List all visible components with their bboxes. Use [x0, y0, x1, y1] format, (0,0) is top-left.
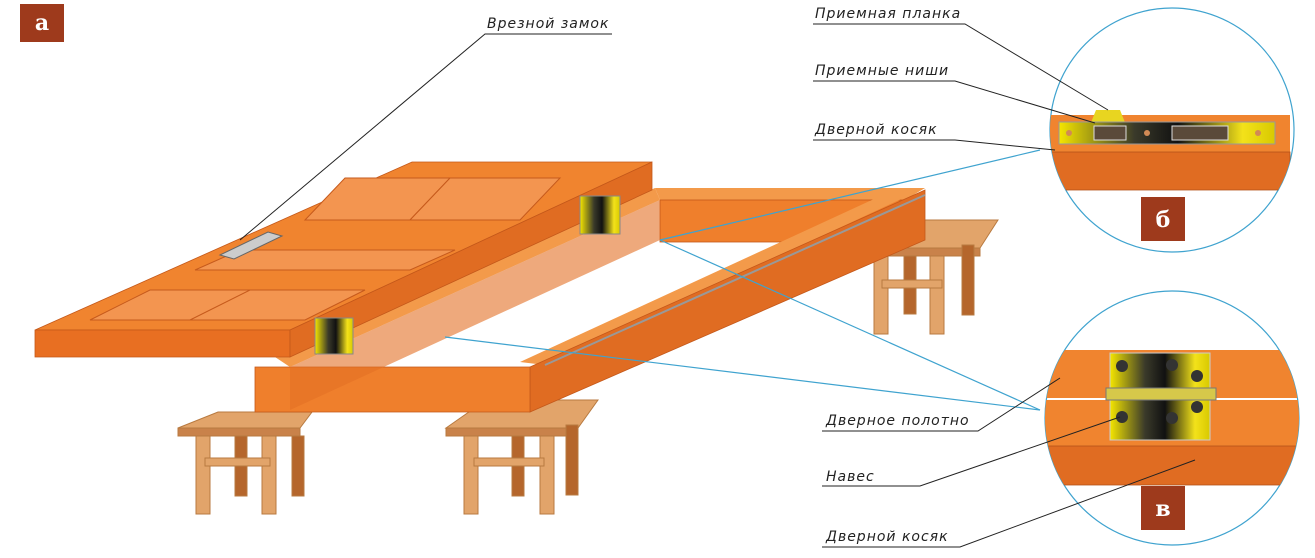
label-door-jamb-top: Дверной косяк — [814, 122, 938, 138]
door-leaf — [34, 161, 653, 358]
label-leaders — [239, 23, 1196, 548]
hinge-front — [314, 317, 354, 355]
bench-middle — [444, 399, 599, 515]
label-strike-plate: Приемная планка — [815, 6, 961, 22]
label-door-jamb-bottom: Дверной косяк — [825, 529, 949, 545]
detail-b-strike-plate: б — [1049, 7, 1295, 253]
label-door-leaf: Дверное полотно — [825, 413, 970, 429]
door-frame — [254, 188, 926, 413]
svg-text:б: б — [1156, 207, 1171, 233]
svg-text:а: а — [35, 10, 49, 36]
svg-text:в: в — [1155, 496, 1170, 522]
label-mortise-lock: Врезной замок — [487, 16, 609, 32]
label-strike-niches: Приемные ниши — [815, 63, 949, 79]
mortise-lock — [218, 231, 284, 260]
hinge-back — [579, 195, 621, 235]
detail-v-hinge: в — [1044, 290, 1300, 546]
bench-left — [177, 411, 313, 515]
detail-leader-lines — [444, 149, 1041, 411]
badge-a: а — [20, 4, 64, 42]
label-hinge: Навес — [826, 469, 875, 485]
